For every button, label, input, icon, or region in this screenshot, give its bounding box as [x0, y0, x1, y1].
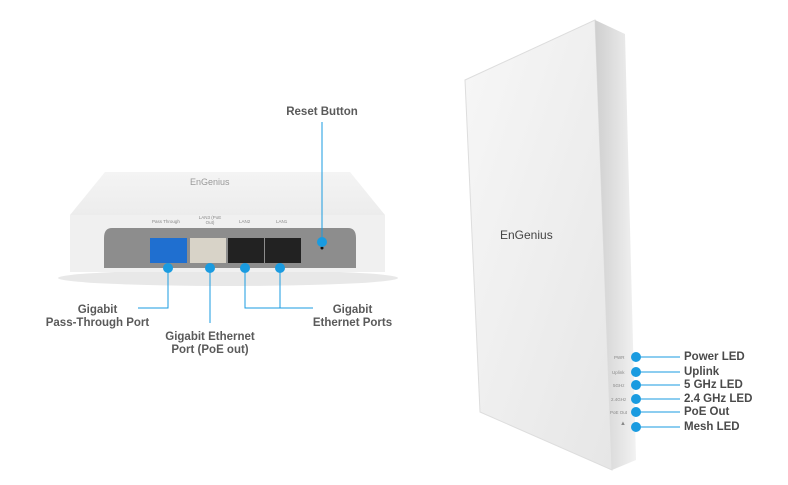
led-small-pwr: PWR	[614, 355, 625, 360]
24ghz-led-label: 2.4 GHz LED	[684, 393, 753, 405]
led-small-5ghz: 5GHz	[613, 383, 625, 388]
callout-lines	[138, 122, 680, 428]
led-dots	[631, 352, 641, 432]
reset-button-label: Reset Button	[286, 106, 358, 118]
led-small-24ghz: 2.4GHz	[611, 397, 627, 402]
ethernet-label-line1: Gigabit	[332, 304, 373, 316]
right-logo: EnGenius	[500, 228, 553, 242]
poe-port	[190, 238, 226, 263]
uplink-label: Uplink	[684, 366, 720, 378]
mesh-led-label: Mesh LED	[684, 421, 740, 433]
port-label-lan2: LAN2	[239, 219, 251, 224]
reset-hole	[320, 246, 324, 250]
passthrough-label: Gigabit Pass-Through Port	[40, 304, 155, 330]
port-label-lan3: LAN3 (PoE Out)	[198, 215, 222, 225]
wall-plate-device	[58, 172, 398, 286]
passthrough-port	[150, 238, 187, 263]
lan1-port	[265, 238, 301, 263]
poe-label-line2: Port (PoE out)	[171, 344, 249, 356]
poe-label-line1: Gigabit Ethernet	[165, 331, 255, 343]
lan2-port	[228, 238, 264, 263]
led-small-uplink: Uplink	[612, 370, 625, 375]
left-logo: EnGenius	[190, 177, 230, 187]
led-small-poe: PoE Out	[610, 410, 628, 415]
poe-port-label: Gigabit Ethernet Port (PoE out)	[155, 331, 265, 357]
access-point-device	[464, 19, 636, 471]
5ghz-led-label: 5 GHz LED	[684, 379, 743, 391]
mesh-icon: ▲	[620, 421, 626, 427]
passthrough-label-line1: Gigabit	[77, 304, 118, 316]
callout-dots	[163, 237, 327, 273]
ethernet-label-line2: Ethernet Ports	[312, 317, 393, 329]
port-label-lan1: LAN1	[276, 219, 288, 224]
port-label-passthrough: Pass Through	[152, 219, 180, 224]
ethernet-ports-label: Gigabit Ethernet Ports	[305, 304, 400, 330]
poe-out-label: PoE Out	[684, 406, 730, 418]
power-led-label: Power LED	[684, 351, 745, 363]
passthrough-label-line2: Pass-Through Port	[45, 317, 150, 329]
